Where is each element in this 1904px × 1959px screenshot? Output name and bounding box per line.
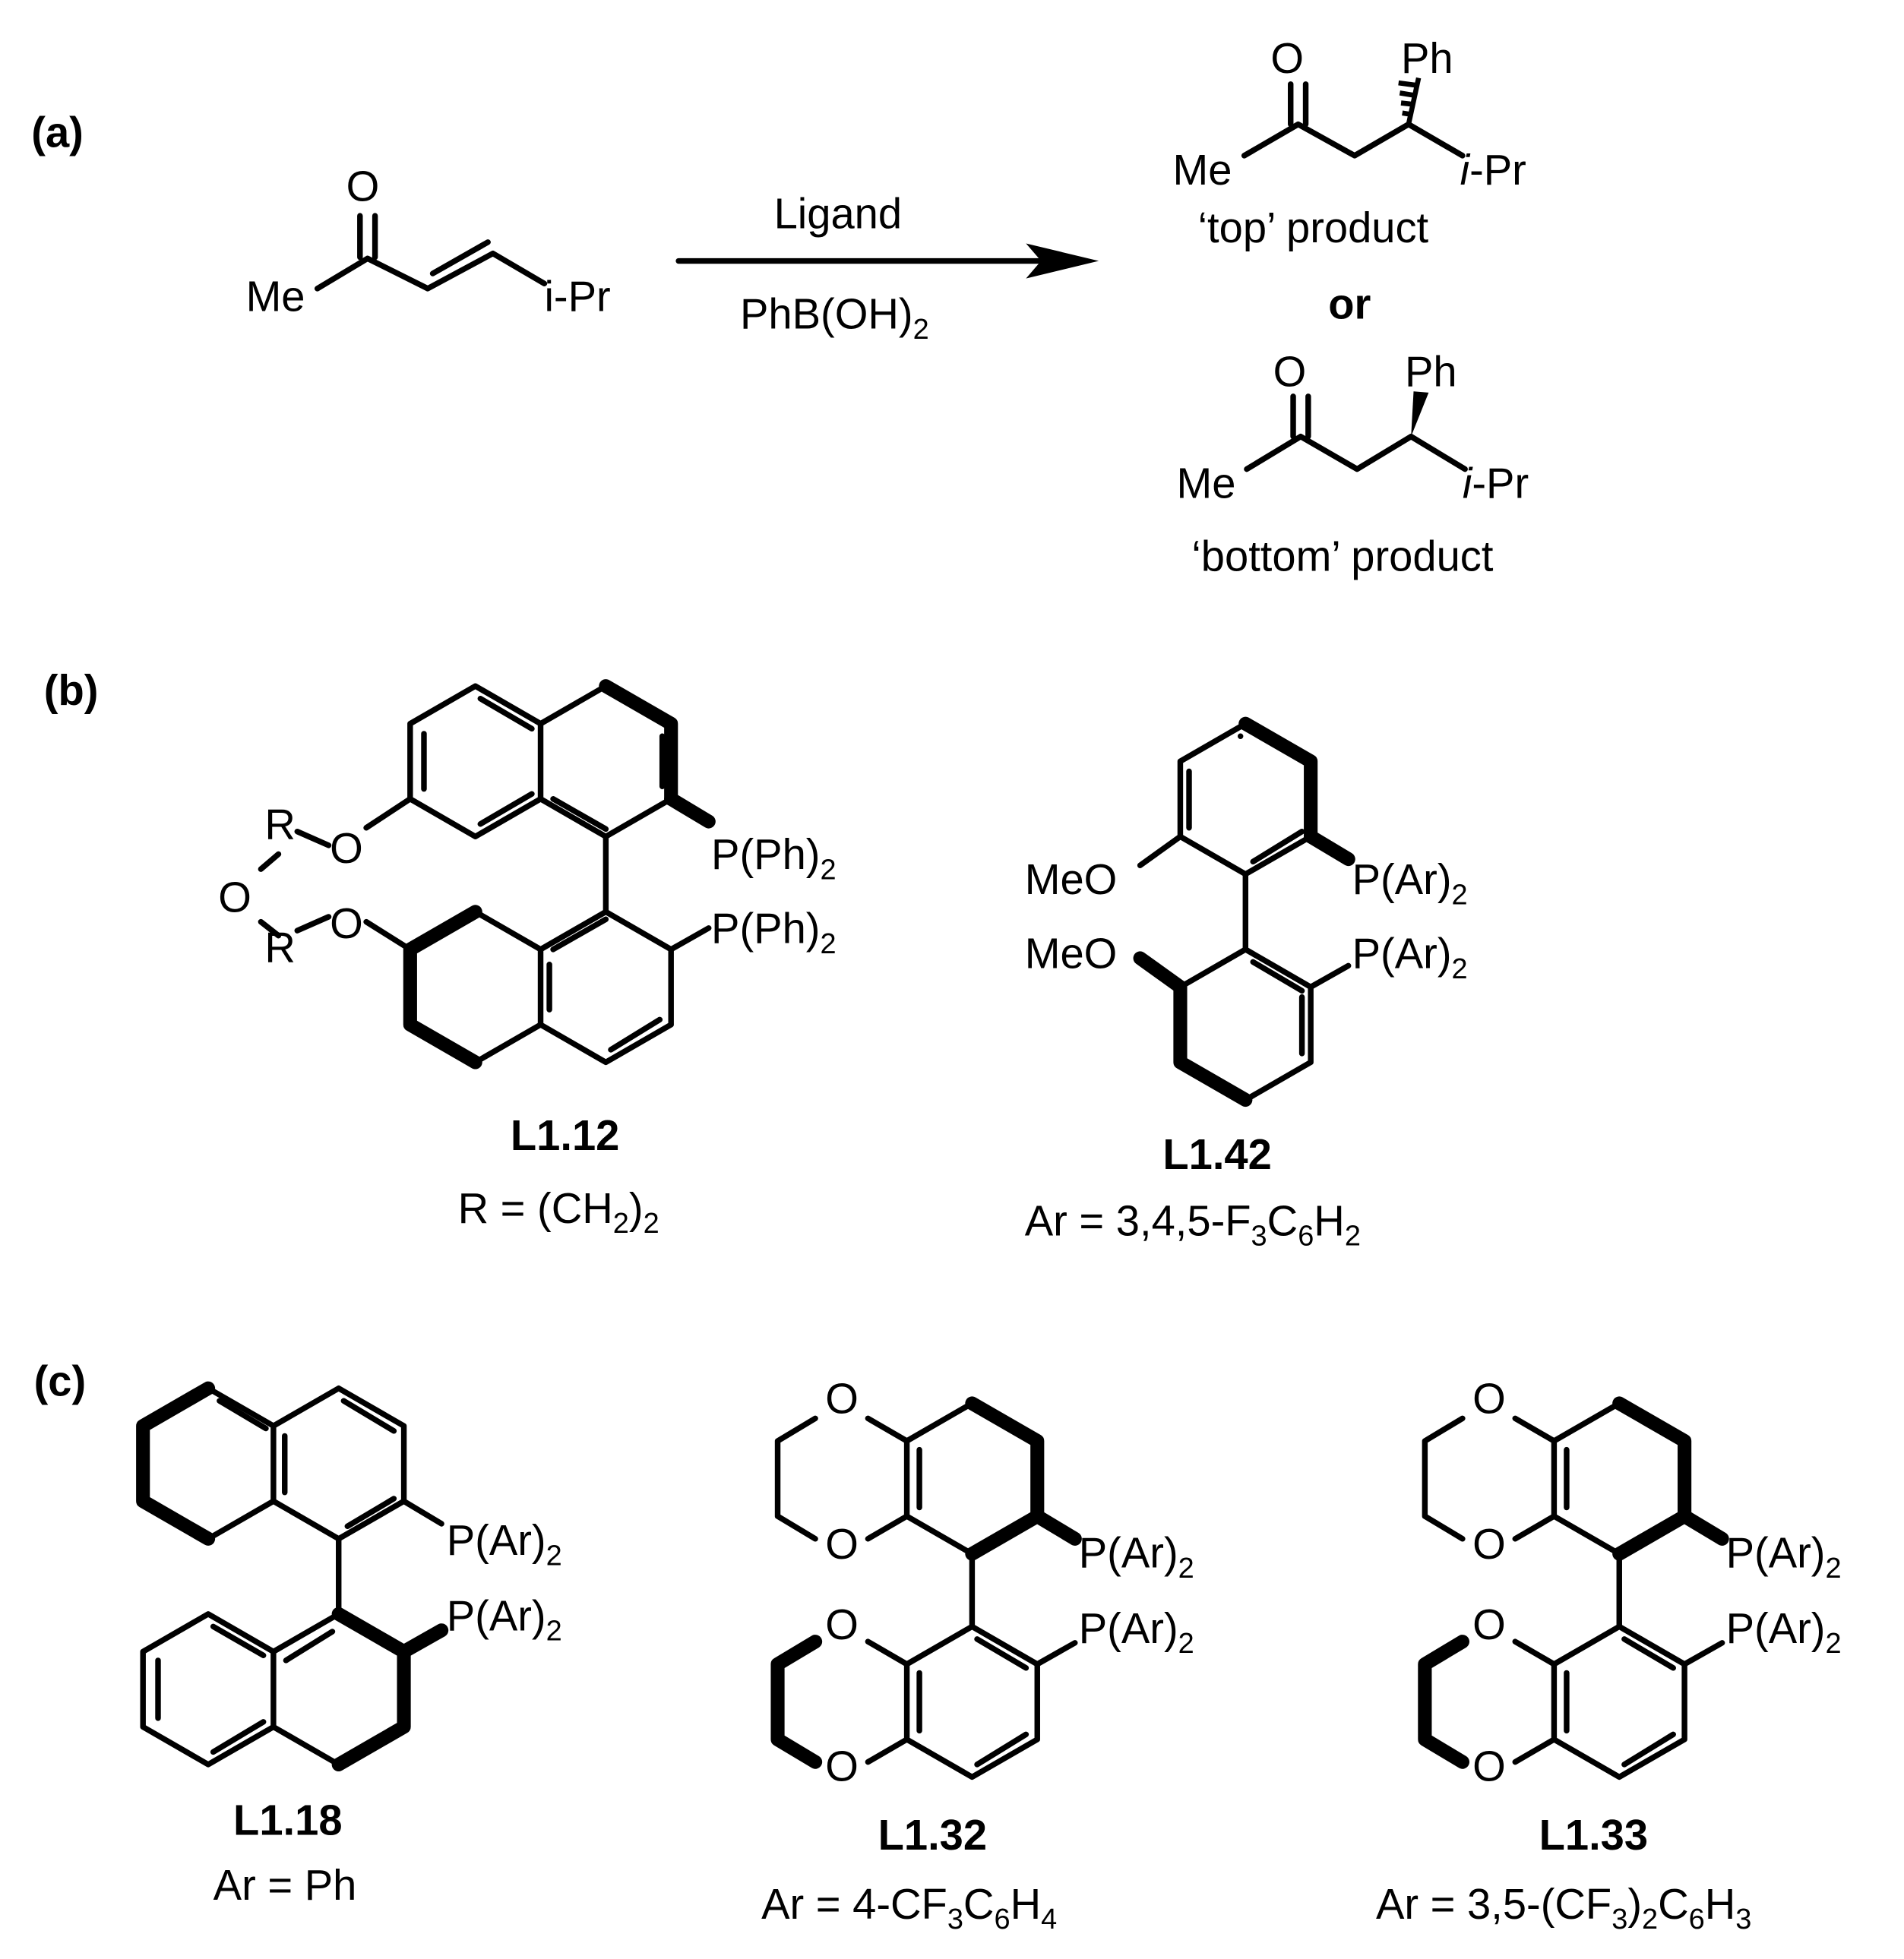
L133-O-bottom2: O (1472, 1742, 1506, 1790)
ligand-L1-33-structure: O O O O P(Ar)2 P(Ar)2 (1418, 1375, 1842, 1790)
L133-name: L1.33 (1539, 1811, 1648, 1859)
bottom-product-oxygen: O (1273, 348, 1307, 396)
top-product-methyl: Me (1173, 146, 1232, 194)
L133-P-top: P(Ar)2 (1726, 1529, 1842, 1585)
L112-name: L1.12 (511, 1111, 619, 1159)
panel-label-b: (b) (44, 666, 99, 714)
bottom-product-methyl: Me (1177, 460, 1236, 507)
L132-O-bottom1: O (825, 1600, 859, 1648)
L118-description: Ar = Ph (213, 1861, 357, 1909)
bottom-product-isopropyl: i-Pr (1463, 460, 1529, 507)
L132-O-bottom2: O (825, 1742, 859, 1790)
L112-P-top: P(Ph)2 (711, 830, 837, 886)
L118-name: L1.18 (233, 1796, 342, 1844)
L142-MeO-bottom: MeO (1025, 930, 1118, 978)
bottom-product-phenyl: Ph (1405, 348, 1457, 396)
ligand-L1-42-structure: MeO MeO P(Ar)2 P(Ar)2 (1025, 716, 1468, 1107)
bottom-product-caption: ‘bottom’ product (1191, 532, 1494, 580)
L112-O-bridge: O (218, 873, 251, 921)
reaction-arrow: Ligand PhB(OH)2 (675, 190, 1099, 346)
L142-description: Ar = 3,4,5-F3C6H2 (1025, 1196, 1361, 1252)
L112-O-top: O (330, 824, 363, 872)
ligand-L1-12-structure: R O O O R P(Ph)2 P(Ph)2 (218, 679, 837, 1070)
L133-O-bottom1: O (1472, 1600, 1506, 1648)
or-label: or (1328, 280, 1371, 327)
reagent-ligand: Ligand (774, 190, 903, 238)
panel-label-a: (a) (31, 108, 84, 156)
ligand-L1-18-structure: P(Ar)2 P(Ar)2 (136, 1381, 562, 1772)
L133-O-top1: O (1472, 1375, 1506, 1423)
L132-description: Ar = 4-CF3C6H4 (761, 1880, 1057, 1935)
substrate-oxygen: O (346, 162, 380, 210)
panel-label-c: (c) (34, 1357, 87, 1405)
L133-P-bottom: P(Ar)2 (1726, 1604, 1842, 1660)
L133-description: Ar = 3,5-(CF3)2C6H3 (1376, 1880, 1751, 1935)
L112-P-bottom: P(Ph)2 (711, 905, 837, 960)
L142-MeO-top: MeO (1025, 855, 1118, 903)
top-product-isopropyl: i-Pr (1460, 146, 1526, 194)
L142-P-top: P(Ar)2 (1352, 855, 1468, 911)
L112-O-bottom: O (330, 899, 363, 947)
top-product-oxygen: O (1270, 34, 1304, 82)
L132-O-top1: O (825, 1375, 859, 1423)
top-product-phenyl: Ph (1401, 34, 1453, 82)
L112-R-bottom: R (264, 923, 296, 971)
L142-name: L1.42 (1162, 1130, 1271, 1178)
bottom-product: O Ph Me i-Pr ‘bottom’ product (1177, 348, 1529, 580)
substrate-methyl: Me (246, 273, 305, 321)
substrate-isopropyl: i-Pr (544, 273, 610, 321)
L133-O-top2: O (1472, 1520, 1506, 1568)
ligand-L1-32-structure: O O O O P(Ar)2 P(Ar)2 (770, 1375, 1194, 1790)
L118-P-bottom: P(Ar)2 (447, 1591, 562, 1647)
L132-O-top2: O (825, 1520, 859, 1568)
L142-P-bottom: P(Ar)2 (1352, 930, 1468, 985)
L132-name: L1.32 (878, 1811, 987, 1859)
L132-P-top: P(Ar)2 (1079, 1529, 1194, 1585)
top-product-caption: ‘top’ product (1198, 204, 1429, 251)
L132-P-bottom: P(Ar)2 (1079, 1604, 1194, 1660)
L118-P-top: P(Ar)2 (447, 1516, 562, 1572)
top-product: O Ph Me i-Pr ‘top’ product (1173, 34, 1526, 251)
L112-description: R = (CH2)2 (458, 1184, 659, 1240)
substrate-enone: O Me i-Pr (246, 162, 611, 320)
reagent-phenylboronic-acid: PhB(OH)2 (740, 290, 929, 346)
L112-R-top: R (264, 801, 296, 848)
